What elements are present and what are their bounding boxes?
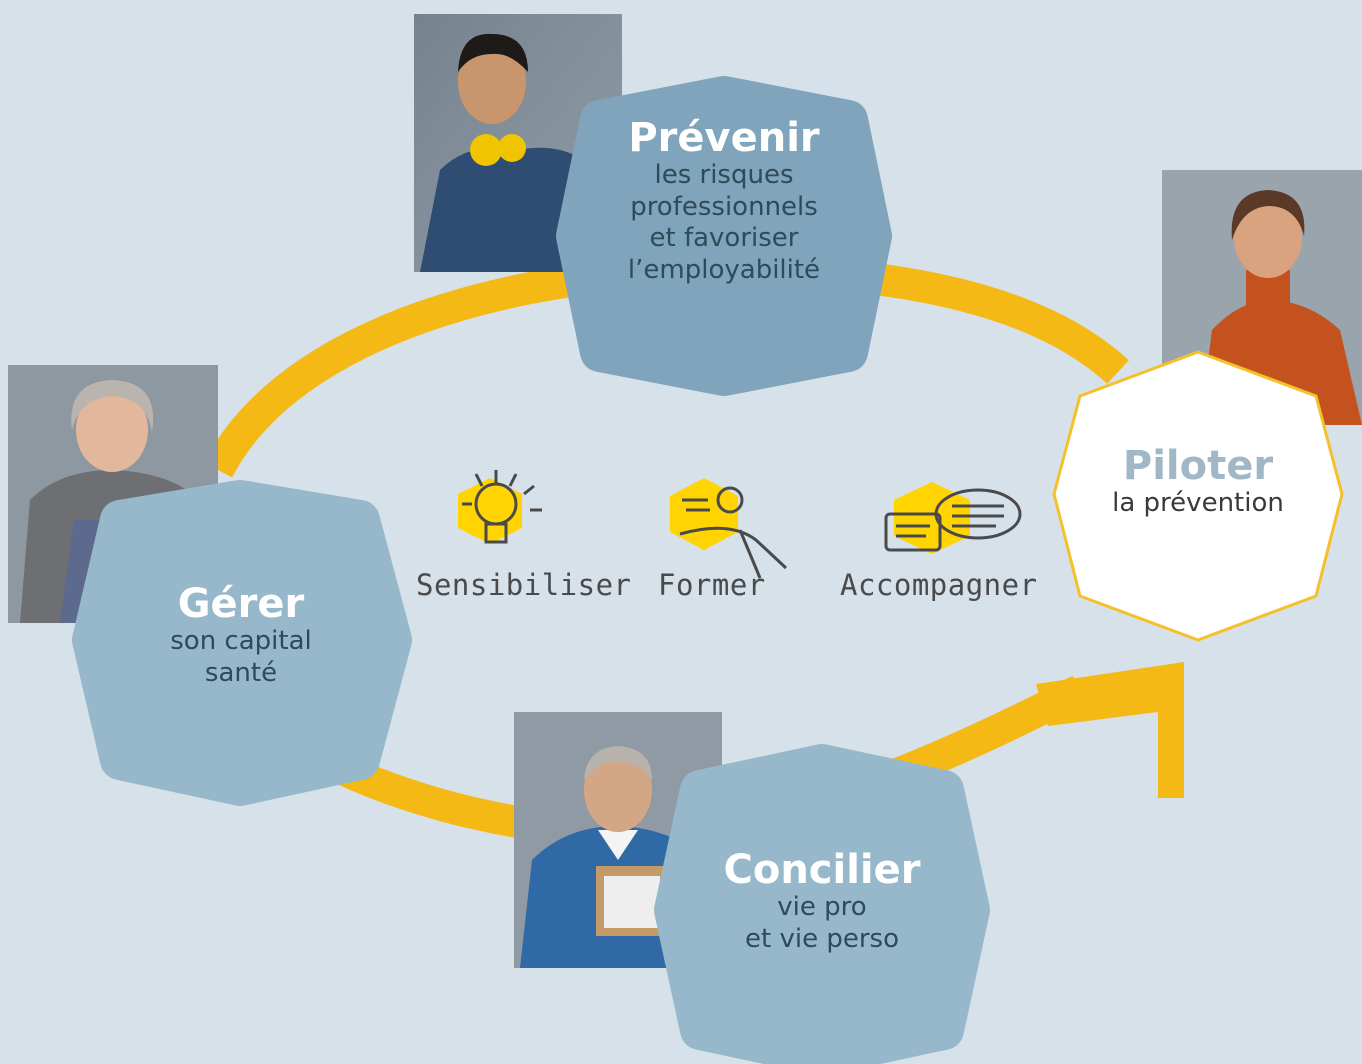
hex-concilier bbox=[654, 744, 990, 1064]
gerer-line-1: son capital bbox=[170, 626, 312, 656]
label-piloter: Piloter la prévention bbox=[1070, 444, 1326, 520]
label-gerer: Gérer son capital santé bbox=[110, 582, 372, 689]
piloter-title: Piloter bbox=[1122, 443, 1274, 489]
concilier-title: Concilier bbox=[723, 847, 921, 893]
label-concilier: Concilier vie pro et vie perso bbox=[690, 848, 954, 955]
hex-piloter bbox=[1052, 350, 1344, 642]
label-prevenir: Prévenir les risques professionnels et f… bbox=[600, 116, 848, 287]
piloter-line-1: la prévention bbox=[1112, 488, 1284, 518]
training-person-icon bbox=[670, 478, 788, 579]
action-accompagner: Accompagner bbox=[840, 568, 1038, 602]
cycle-arrow-icon bbox=[1036, 662, 1184, 798]
gerer-line-2: santé bbox=[204, 657, 278, 688]
prevenir-line-1: les risques bbox=[654, 160, 794, 190]
gerer-title: Gérer bbox=[177, 581, 305, 627]
lightbulb-icon bbox=[458, 470, 542, 544]
speech-bubbles-icon bbox=[884, 482, 1022, 554]
hex-gerer bbox=[72, 480, 412, 806]
concilier-line-2: et vie perso bbox=[745, 923, 899, 954]
hex-prevenir bbox=[556, 76, 892, 396]
prevenir-line-4: l’employabilité bbox=[627, 255, 821, 286]
prevenir-line-2: professionnels bbox=[630, 191, 818, 222]
action-former: Former bbox=[658, 568, 766, 602]
concilier-line-1: vie pro bbox=[777, 892, 867, 922]
action-sensibiliser: Sensibiliser bbox=[416, 568, 632, 602]
prevenir-title: Prévenir bbox=[628, 115, 820, 161]
prevenir-line-3: et favoriser bbox=[649, 223, 799, 254]
